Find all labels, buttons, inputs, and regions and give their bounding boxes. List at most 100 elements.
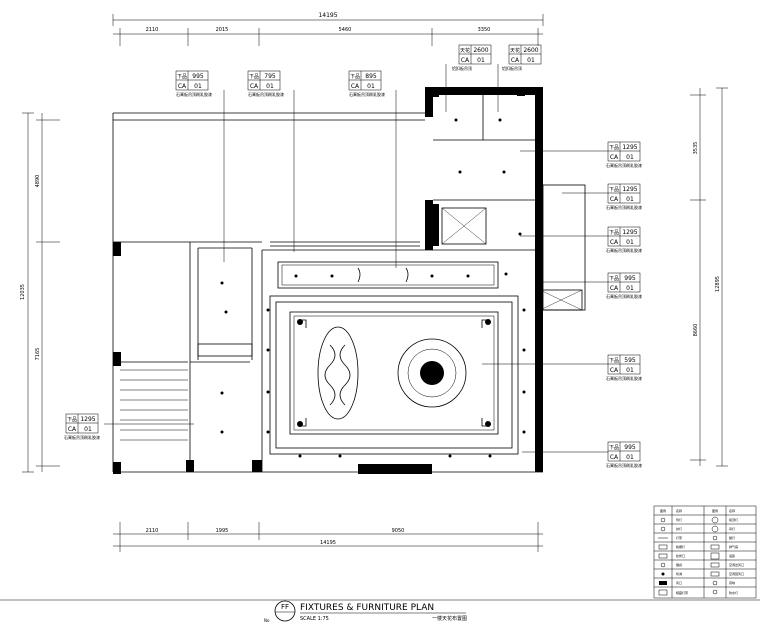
tag-num: 01 [527,57,535,64]
tag-code: 下品 [609,445,619,451]
legend-head-d: 名称 [729,508,735,513]
tag-num: 01 [367,83,375,90]
plan-badge [274,600,296,622]
leader-lines [104,64,608,453]
legend-row-d: 浴霸 [729,553,735,558]
tag-note: 石膏板吊顶刷乳胶漆 [606,162,642,168]
top-dim-1: 2110 [146,27,159,33]
top-dim-2: 2015 [216,27,229,33]
tag-note: 石膏板吊顶刷乳胶漆 [176,91,212,97]
tag-num: 01 [626,154,634,161]
legend-row-b: 烟感 [676,562,682,567]
tag-num: 01 [266,83,274,90]
tag-value: 995 [624,275,636,282]
plan-scale: SCALE 1:75 [300,616,329,622]
tag-value: 995 [192,73,204,80]
tag-ref: CA [511,57,520,64]
tag-ref: CA [351,83,360,90]
legend-row-b: 灯带 [676,535,682,540]
tag-value: 895 [365,73,377,80]
plan-title: FIXTURES & FURNITURE PLAN [300,603,434,613]
tag-ref: CA [610,454,619,461]
tag-11: 下品 995 CA 01 石膏板吊顶刷乳胶漆 [606,441,642,468]
tag-code: 下品 [350,74,360,80]
legend-row-d: 吸顶灯 [729,517,738,522]
tag-value: 1295 [622,144,637,151]
title-block: FF FIXTURES & FURNITURE PLAN SCALE 1:75 … [0,599,760,623]
legend-row-b: 格栅灯 [676,544,685,549]
right-dim-1: 3535 [693,142,699,155]
tag-note: 铝扣板吊顶 [502,65,522,71]
tag-value: 995 [624,444,636,451]
left-dimensions: 12035 4890 7165 [20,112,60,473]
plan-subtitle: 一楼天花布置图 [432,615,467,622]
tag-1: 下品 995 CA 01 石膏板吊顶刷乳胶漆 [175,70,212,97]
tag-value: 2600 [523,47,538,54]
legend-head-a: 图例 [660,508,666,513]
tag-code: 下品 [609,358,619,364]
tag-12: 下品 1295 CA 01 石膏板吊顶刷乳胶漆 [64,413,100,440]
tag-num: 01 [626,239,634,246]
tag-value: 2600 [473,47,488,54]
tag-note: 石膏板吊顶刷乳胶漆 [248,91,284,97]
right-dimensions: 12895 3535 8660 [690,87,728,467]
bottom-dim-2: 1995 [216,528,229,534]
tag-num: 01 [626,285,634,292]
tag-note: 铝扣板吊顶 [452,65,472,71]
legend-row-b: 喷淋 [676,571,682,576]
legend-table: 图例 名称 图例 名称 筒灯 吸顶灯 射灯 吊灯 灯带 壁灯 格栅灯 排气扇 检… [653,505,757,599]
legend-row-b: 风口 [676,581,682,585]
top-dim-3: 5460 [339,27,352,33]
tag-ref: CA [250,83,259,90]
left-dim-2: 7165 [35,348,41,361]
tag-num: 01 [194,83,202,90]
tag-value: 595 [624,357,636,364]
tag-num: 01 [477,57,485,64]
tag-7: 下品 1295 CA 01 石膏板吊顶刷乳胶漆 [606,183,642,210]
tag-num: 01 [626,367,634,374]
legend-row-d: 音响 [729,580,735,585]
tag-2: 下品 795 CA 01 石膏板吊顶刷乳胶漆 [247,70,284,97]
tag-3: 下品 895 CA 01 石膏板吊顶刷乳胶漆 [348,70,385,97]
tag-code: 下品 [67,417,77,423]
legend-row-d: 防水灯 [729,590,738,595]
tag-value: 1295 [80,416,95,423]
tag-4: 天花 2600 CA 01 铝扣板吊顶 [452,44,492,71]
tag-10: 下品 595 CA 01 石膏板吊顶刷乳胶漆 [606,354,642,381]
legend-row-d: 空调回风口 [729,571,744,576]
tag-num: 01 [626,454,634,461]
legend-row-b: 检修口 [676,553,685,558]
right-total-dim: 12895 [715,276,721,292]
stairs [120,361,188,441]
bottom-dim-1: 2110 [146,528,159,534]
plan-badge-label: FF [281,603,289,611]
floor-plan [112,87,586,474]
left-total-dim: 12035 [20,284,26,300]
tag-9: 下品 995 CA 01 石膏板吊顶刷乳胶漆 [606,272,642,299]
tag-value: 1295 [622,229,637,236]
tag-code: 下品 [609,145,619,151]
tag-num: 01 [626,196,634,203]
tag-note: 石膏板吊顶刷乳胶漆 [64,434,100,440]
tag-code: 下品 [609,230,619,236]
tag-value: 795 [264,73,276,80]
legend-row-d: 吊灯 [729,526,735,531]
tag-ref: CA [610,285,619,292]
tag-6: 下品 1295 CA 01 石膏板吊顶刷乳胶漆 [606,141,642,168]
tag-value: 1295 [622,186,637,193]
left-dim-1: 4890 [35,175,41,188]
plan-left-note: No [264,618,270,623]
tag-note: 石膏板吊顶刷乳胶漆 [349,91,385,97]
right-dim-2: 8660 [693,324,699,337]
tag-note: 石膏板吊顶刷乳胶漆 [606,247,642,253]
tag-ref: CA [68,426,77,433]
tag-code: 天花 [460,47,470,54]
top-dimensions: 14195 2110 2015 5460 3350 [112,12,544,46]
legend-row-d: 排气扇 [729,544,738,549]
legend-row-d: 壁灯 [729,535,735,540]
legend-row-b: 筒灯 [676,517,682,522]
top-dim-4: 3350 [478,27,491,33]
tag-code: 下品 [609,187,619,193]
legend-head-c: 图例 [712,508,718,513]
